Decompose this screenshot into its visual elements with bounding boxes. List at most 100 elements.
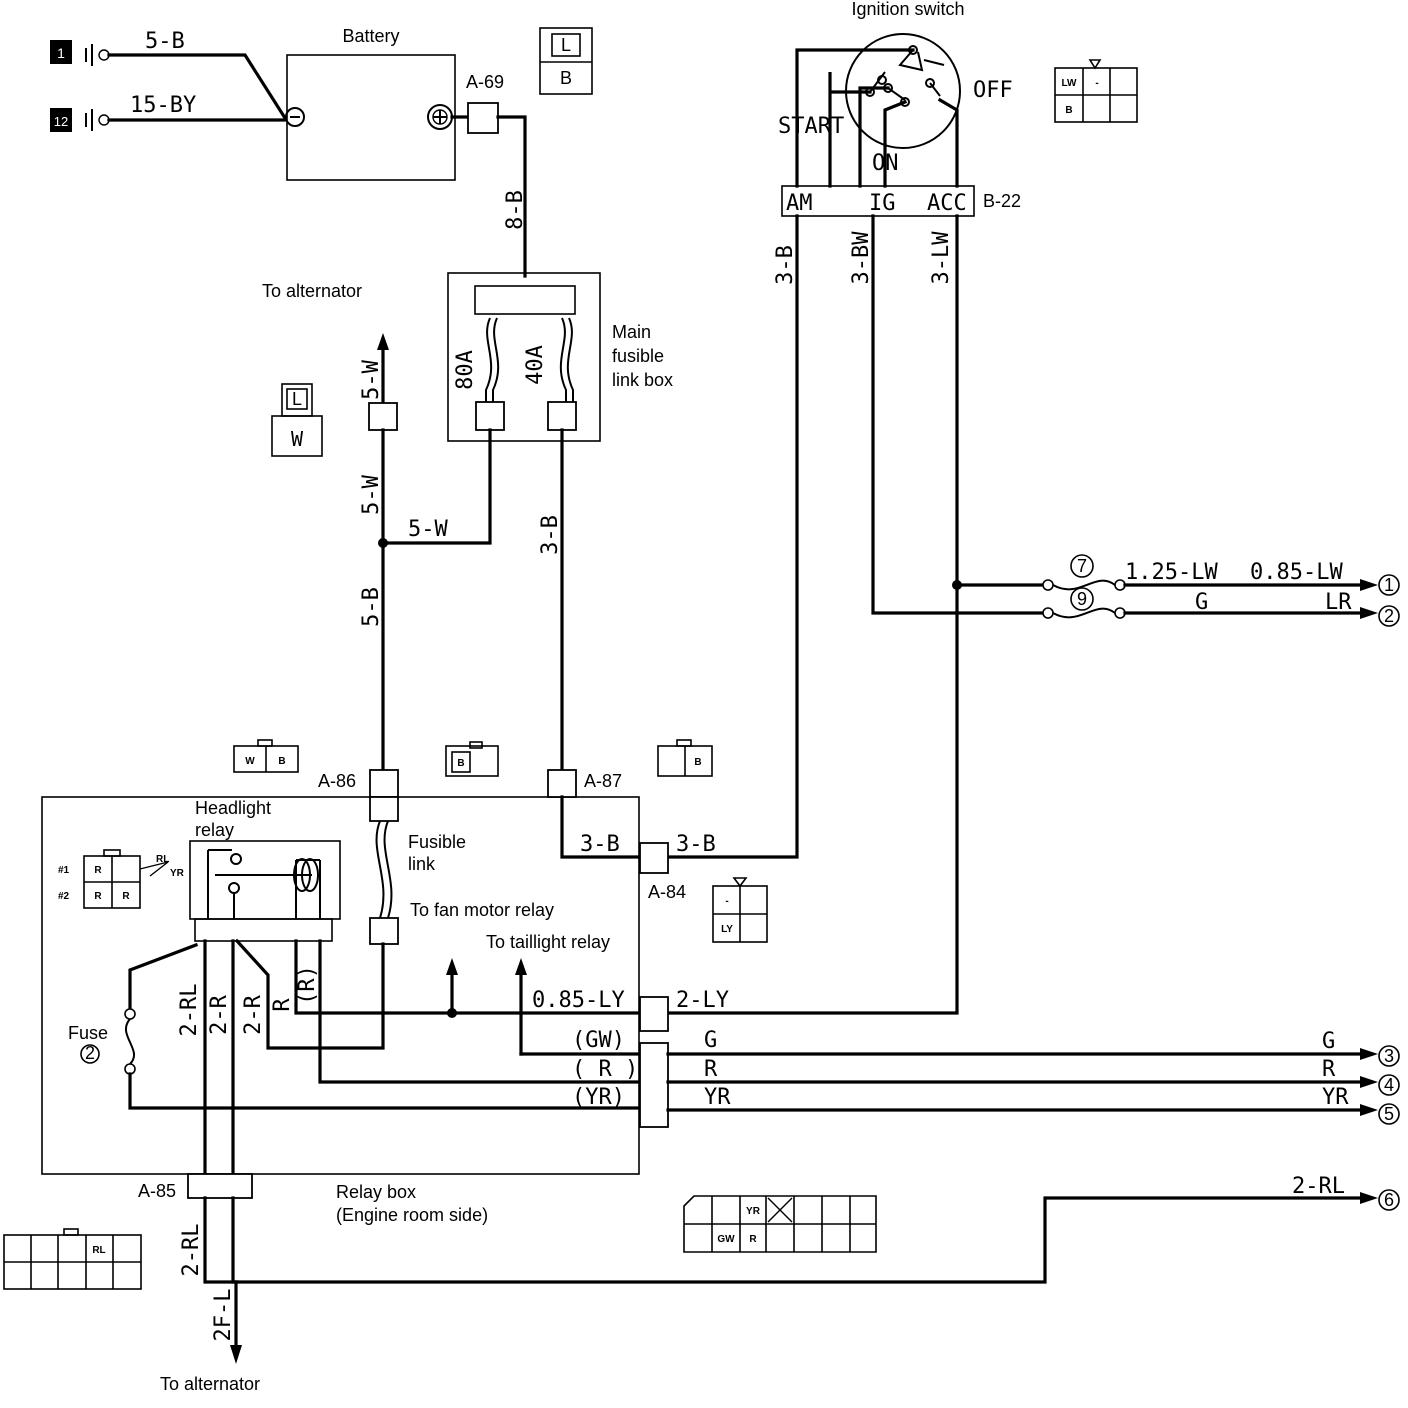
b22-face-lw: LW (1062, 78, 1078, 89)
ground-12: 12 (50, 108, 110, 132)
switch-start-label: START (778, 114, 844, 139)
connector-face-a87: B (445, 741, 499, 777)
a85-face-rl: RL (92, 1245, 105, 1256)
arrow-dest-3 (1360, 1048, 1378, 1060)
wire-label-lr: LR (1325, 590, 1352, 615)
connector-a84-label: A-84 (648, 882, 686, 902)
connector-face-a84: B (657, 739, 713, 777)
w-face-top: L (292, 389, 302, 409)
destination-1: 1 (1384, 575, 1394, 595)
wire-label-r-in: ( R ) (572, 1057, 638, 1082)
destination-4-circle (1378, 1074, 1400, 1096)
wire-label-8b: 8-B (503, 190, 528, 230)
arrow-dest-1 (1360, 579, 1378, 591)
connector-face-a86: W B (233, 739, 299, 773)
wire-label-gw: (GW) (572, 1028, 625, 1053)
connector-face-ly: - LY (712, 877, 768, 943)
connector-a84 (639, 842, 669, 874)
connector-5w (368, 402, 398, 431)
a69-face-top: L (561, 35, 571, 55)
wire-label-2rl-low: 2-RL (179, 1224, 204, 1277)
relay-face-r3: R (122, 891, 130, 902)
ground-1: 1 (50, 40, 110, 66)
wire-label-3bw: 3-BW (849, 231, 874, 285)
battery (285, 54, 470, 181)
fusible-link-strand-a (375, 820, 385, 919)
w-face-bottom: W (291, 427, 304, 451)
fuse-number-circle (80, 1044, 100, 1064)
destination-6-circle (1378, 1189, 1400, 1211)
a86-face-b: B (278, 756, 285, 767)
junction-7-number: 7 (1077, 556, 1087, 576)
terminal-am: AM (786, 191, 813, 216)
fuse-label: Fuse (68, 1023, 108, 1043)
relay-face-r1: R (94, 865, 102, 876)
wire-label-3b-inside: 3-B (580, 832, 620, 857)
headlight-relay (189, 840, 341, 942)
relay-face-p2: #2 (58, 891, 70, 902)
arrow-dest-4 (1360, 1076, 1378, 1088)
ignition-switch-label: Ignition switch (851, 0, 964, 19)
wire-label-2rl-end: 2-RL (1292, 1174, 1345, 1199)
a85-center-face-r: R (749, 1234, 757, 1245)
main-fusible-link-box (447, 272, 601, 442)
b22-face-dash: - (1095, 78, 1098, 89)
connector-lighting (639, 1042, 669, 1128)
wire-label-5b: 5-B (359, 587, 384, 627)
wire-label-5w-horiz: 5-W (408, 517, 448, 542)
connector-ly (639, 996, 669, 1032)
wire-label-5w-mid: 5-W (359, 474, 384, 514)
main-fusible-label-2: fusible (612, 346, 664, 366)
a85-center-face-gw: GW (717, 1234, 735, 1245)
connector-face-a69: L B (539, 27, 593, 95)
a69-face-bottom: B (560, 68, 572, 88)
fuse-element (124, 1018, 136, 1065)
fusible-link-label-1: Fusible (408, 832, 466, 852)
connector-b22-label: B-22 (983, 191, 1021, 211)
switch-terminal-block (781, 185, 975, 217)
arrow-dest-6 (1360, 1192, 1378, 1204)
connector-face-w: L W (271, 383, 323, 457)
fuse-number: 2 (85, 1043, 95, 1063)
fusible-link-strand-b (383, 820, 393, 919)
relay-box (41, 796, 640, 1175)
wire-label-2r-relay-b: 2-R (241, 994, 266, 1034)
wire-label-g-end: G (1322, 1029, 1335, 1054)
wire-label-r-out: R (704, 1057, 718, 1082)
destination-6: 6 (1384, 1190, 1394, 1210)
main-fusible-label-1: Main (612, 322, 651, 342)
connector-face-a85-left: RL (3, 1228, 142, 1290)
destination-markers: 1 2 3 4 5 6 (1378, 574, 1400, 1211)
connector-a86-top (369, 769, 399, 798)
destination-5: 5 (1384, 1104, 1394, 1124)
destination-2: 2 (1384, 606, 1394, 626)
to-alternator-bottom-label: To alternator (160, 1374, 260, 1394)
relay-box-label-1: Relay box (336, 1182, 416, 1202)
wire-label-3lw: 3-LW (929, 231, 954, 285)
connector-a85-label: A-85 (138, 1181, 176, 1201)
wire-label-3b-fuse: 3-B (538, 515, 563, 555)
arrow-to-fan-motor-relay (446, 958, 458, 975)
a84-face-b: B (694, 757, 701, 768)
fuse-terminal-top (124, 1008, 136, 1020)
ly-face-dash: - (725, 896, 728, 907)
relay-face-p1: #1 (58, 865, 70, 876)
destination-1-circle (1378, 574, 1400, 596)
wire-label-yr-end: YR (1322, 1085, 1349, 1110)
destination-3: 3 (1384, 1046, 1394, 1066)
arrow-to-alternator-down (230, 1345, 242, 1364)
relay-face-yr: YR (170, 868, 185, 879)
destination-4: 4 (1384, 1075, 1394, 1095)
arrow-dest-5 (1360, 1104, 1378, 1116)
to-alternator-top-label: To alternator (262, 281, 362, 301)
wire-label-3b-out: 3-B (676, 832, 716, 857)
wire-label-5w-up: 5-W (359, 359, 384, 399)
a87-face-b: B (457, 758, 464, 769)
connector-a69-label: A-69 (466, 72, 504, 92)
wire-label-2ly: 2-LY (676, 988, 729, 1013)
destination-2-circle (1378, 605, 1400, 627)
arrow-to-alternator-up (377, 333, 389, 350)
a86-face-w: W (245, 756, 255, 767)
wire-label-2rl-relay: 2-RL (177, 984, 202, 1037)
